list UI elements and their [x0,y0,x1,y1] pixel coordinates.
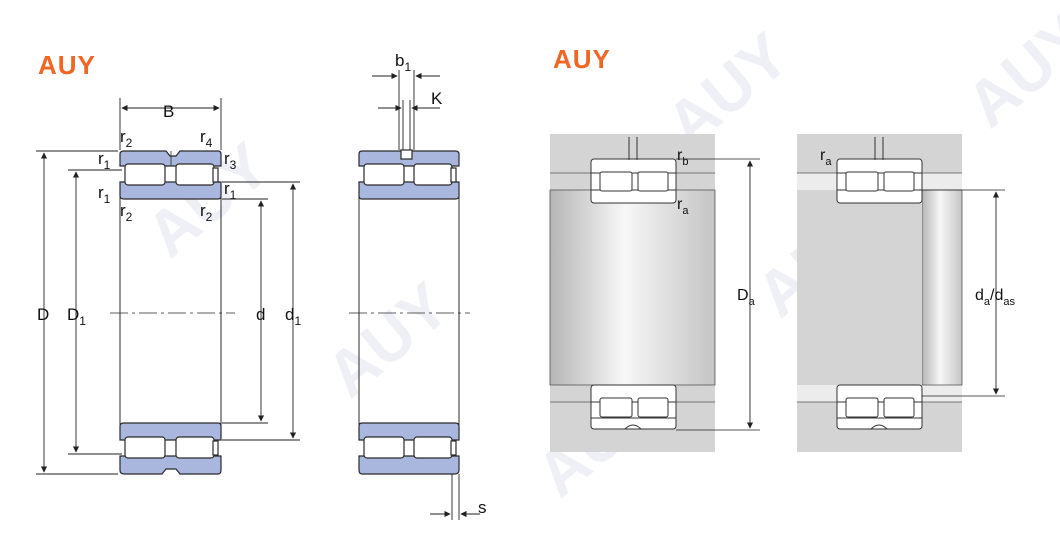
mounting-view-1 [549,134,760,452]
label-da-das: da/das [975,287,1015,308]
labels-view-2: b1 K s [395,51,487,517]
watermark-text: AUY [133,129,283,271]
watermark-text: AUY [313,269,463,411]
bearing-section-view-2 [349,149,470,475]
label-r1-inner-left: r1 [98,183,111,206]
label-r4: r4 [200,127,213,150]
label-D1: D1 [67,305,86,328]
brand-logo-right: AUY [553,44,611,74]
watermark-text: AUY [953,0,1060,141]
labels-mount-1: rb ra Da [677,147,756,308]
label-r1-inner-right: r1 [224,179,237,202]
label-r3: r3 [224,149,237,172]
label-r2-bottom-left: r2 [120,201,133,224]
label-r2-bottom-right: r2 [200,201,213,224]
bearing-section-view-1 [110,150,235,475]
label-K: K [431,89,443,108]
label-b1: b1 [395,51,411,74]
label-D: D [37,305,49,324]
labels-view-1: B D D1 d d1 r2 r4 r1 r3 r1 r1 r2 r2 [37,102,301,328]
dimension-lines-view-1 [36,98,300,475]
label-ra-2: ra [820,147,832,168]
label-B: B [163,102,174,121]
label-ra-1: ra [677,196,689,217]
label-r2-top: r2 [120,127,133,150]
label-Da: Da [737,287,756,308]
label-r1-outer: r1 [98,149,111,172]
label-rb: rb [677,147,688,168]
label-d: d [256,305,265,324]
dimension-lines-view-2 [372,70,480,520]
brand-logo-left: AUY [38,50,96,80]
labels-mount-2: ra da/das [820,147,1015,308]
label-d1: d1 [285,305,301,328]
label-s: s [478,498,487,517]
mounting-view-2 [797,134,1005,452]
